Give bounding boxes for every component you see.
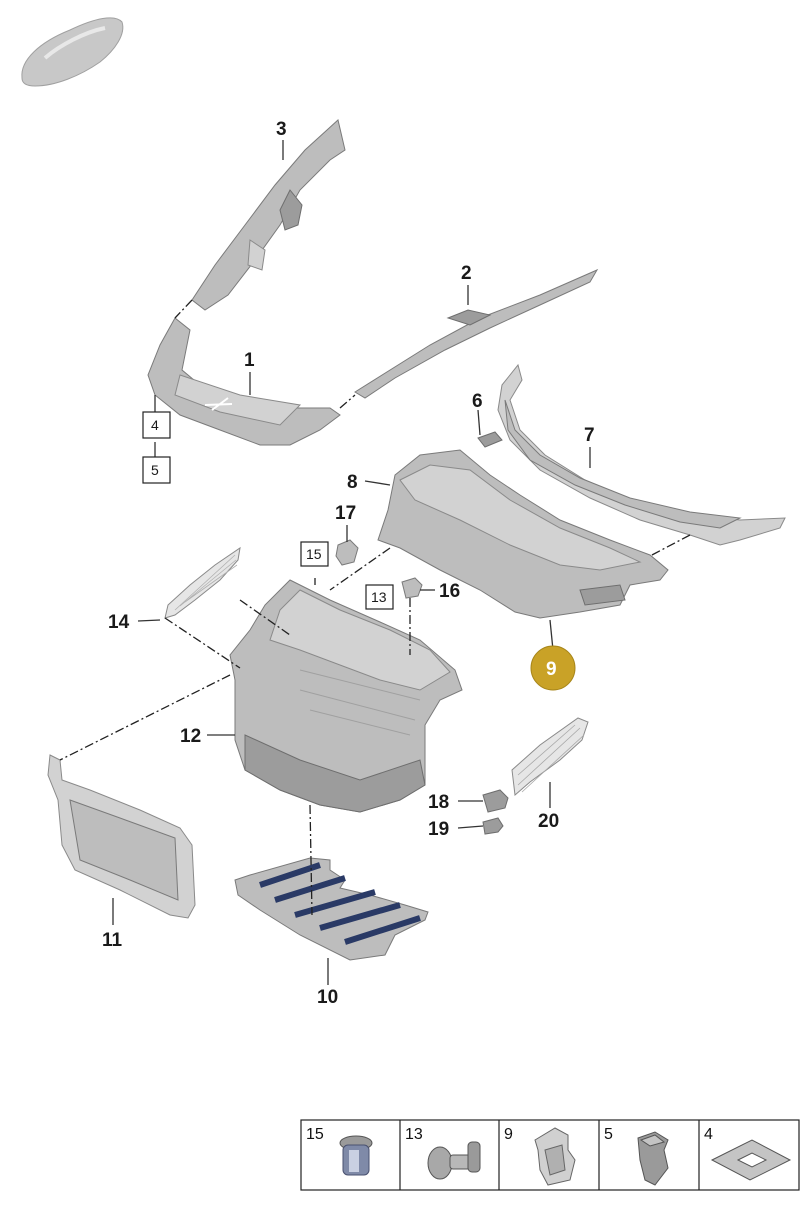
legend-cell-label: 13 (405, 1126, 423, 1143)
part-1-front-trim[interactable] (147, 317, 341, 446)
part-20-insulation-mat[interactable] (511, 717, 589, 796)
fastener-13-rivet-icon[interactable] (427, 1141, 481, 1180)
fastener-5-nut-icon[interactable] (637, 1131, 669, 1186)
part-18-plug[interactable] (482, 789, 509, 813)
fastener-9-clip-icon[interactable] (534, 1127, 576, 1186)
callout-1: 1 (244, 350, 255, 371)
part-7-cowl-trim[interactable] (497, 363, 786, 546)
callout-12: 12 (180, 726, 201, 747)
fastener-4-pad-icon[interactable] (710, 1139, 792, 1181)
part-16-clip[interactable] (401, 577, 423, 599)
callout-6: 6 (472, 391, 483, 412)
part-8-rear-panel[interactable] (377, 449, 669, 619)
part-3-upper-trim[interactable] (191, 119, 346, 311)
part-12-trunk-tub[interactable] (229, 579, 463, 813)
part-17-clip[interactable] (335, 539, 359, 566)
boxed-ref-4[interactable]: 4 (142, 411, 171, 439)
legend-cell-label: 4 (704, 1126, 713, 1143)
legend-cell-label: 5 (604, 1126, 613, 1143)
boxed-ref-15[interactable]: 15 (300, 541, 329, 567)
part-19-plug[interactable] (482, 817, 504, 835)
fastener-15-rivet-icon[interactable] (339, 1135, 373, 1176)
callout-10: 10 (317, 987, 338, 1008)
fastener-legend: 15 13 9 5 4 (300, 1119, 800, 1191)
boxed-ref-13[interactable]: 13 (365, 584, 394, 610)
callout-17: 17 (335, 503, 356, 524)
part-14-mesh-grille[interactable] (164, 546, 241, 619)
callout-14: 14 (108, 612, 130, 633)
callout-19: 19 (428, 819, 449, 840)
assembly-lines (59, 299, 691, 916)
callout-18: 18 (428, 792, 449, 813)
leader-lines (112, 140, 591, 985)
svg-text:13: 13 (371, 589, 387, 605)
callout-8: 8 (347, 472, 358, 493)
legend-cell-label: 9 (504, 1126, 513, 1143)
legend-cell-label: 15 (306, 1126, 324, 1143)
svg-text:5: 5 (151, 462, 159, 478)
part-2-seal-strip[interactable] (354, 268, 599, 399)
svg-text:15: 15 (306, 546, 322, 562)
callout-11: 11 (102, 930, 123, 951)
callout-3: 3 (276, 119, 287, 140)
svg-text:4: 4 (151, 417, 159, 433)
callout-16: 16 (439, 581, 460, 602)
part-6-bracket[interactable] (477, 431, 503, 448)
callout-7: 7 (584, 425, 595, 446)
callout-2: 2 (461, 263, 472, 284)
part-10-floor-grate[interactable] (234, 857, 429, 961)
callout-20: 20 (538, 811, 559, 832)
car-thumbnail-icon[interactable] (21, 17, 124, 87)
highlight-badge-9[interactable]: 9 (530, 645, 576, 691)
svg-text:9: 9 (546, 659, 557, 680)
boxed-ref-5[interactable]: 5 (142, 456, 171, 484)
part-11-side-trim[interactable] (47, 754, 196, 919)
